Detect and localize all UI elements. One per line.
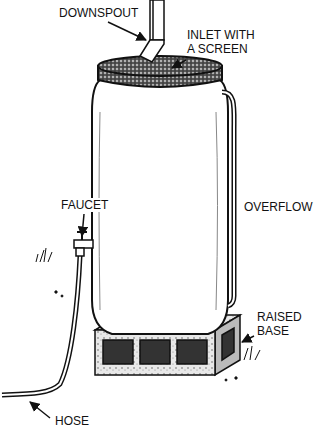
grass — [36, 248, 260, 381]
leader-line — [242, 336, 254, 342]
downspout — [140, 0, 164, 62]
leader-line — [172, 60, 186, 68]
leader-arrows — [30, 22, 254, 418]
part-label: FAUCET — [60, 198, 109, 212]
leader-line — [108, 22, 146, 40]
leader-line — [30, 402, 50, 418]
barrel — [92, 56, 228, 334]
part-label: DOWNSPOUT — [58, 6, 139, 20]
part-label: OVERFLOW — [243, 200, 314, 214]
part-label: HOSE — [54, 414, 90, 428]
part-label: INLET WITH A SCREEN — [186, 28, 264, 56]
faucet — [74, 232, 93, 256]
part-label: RAISED BASE — [256, 310, 312, 338]
leader-line — [82, 214, 84, 236]
hose — [2, 256, 80, 395]
overflow-tube — [222, 92, 234, 306]
